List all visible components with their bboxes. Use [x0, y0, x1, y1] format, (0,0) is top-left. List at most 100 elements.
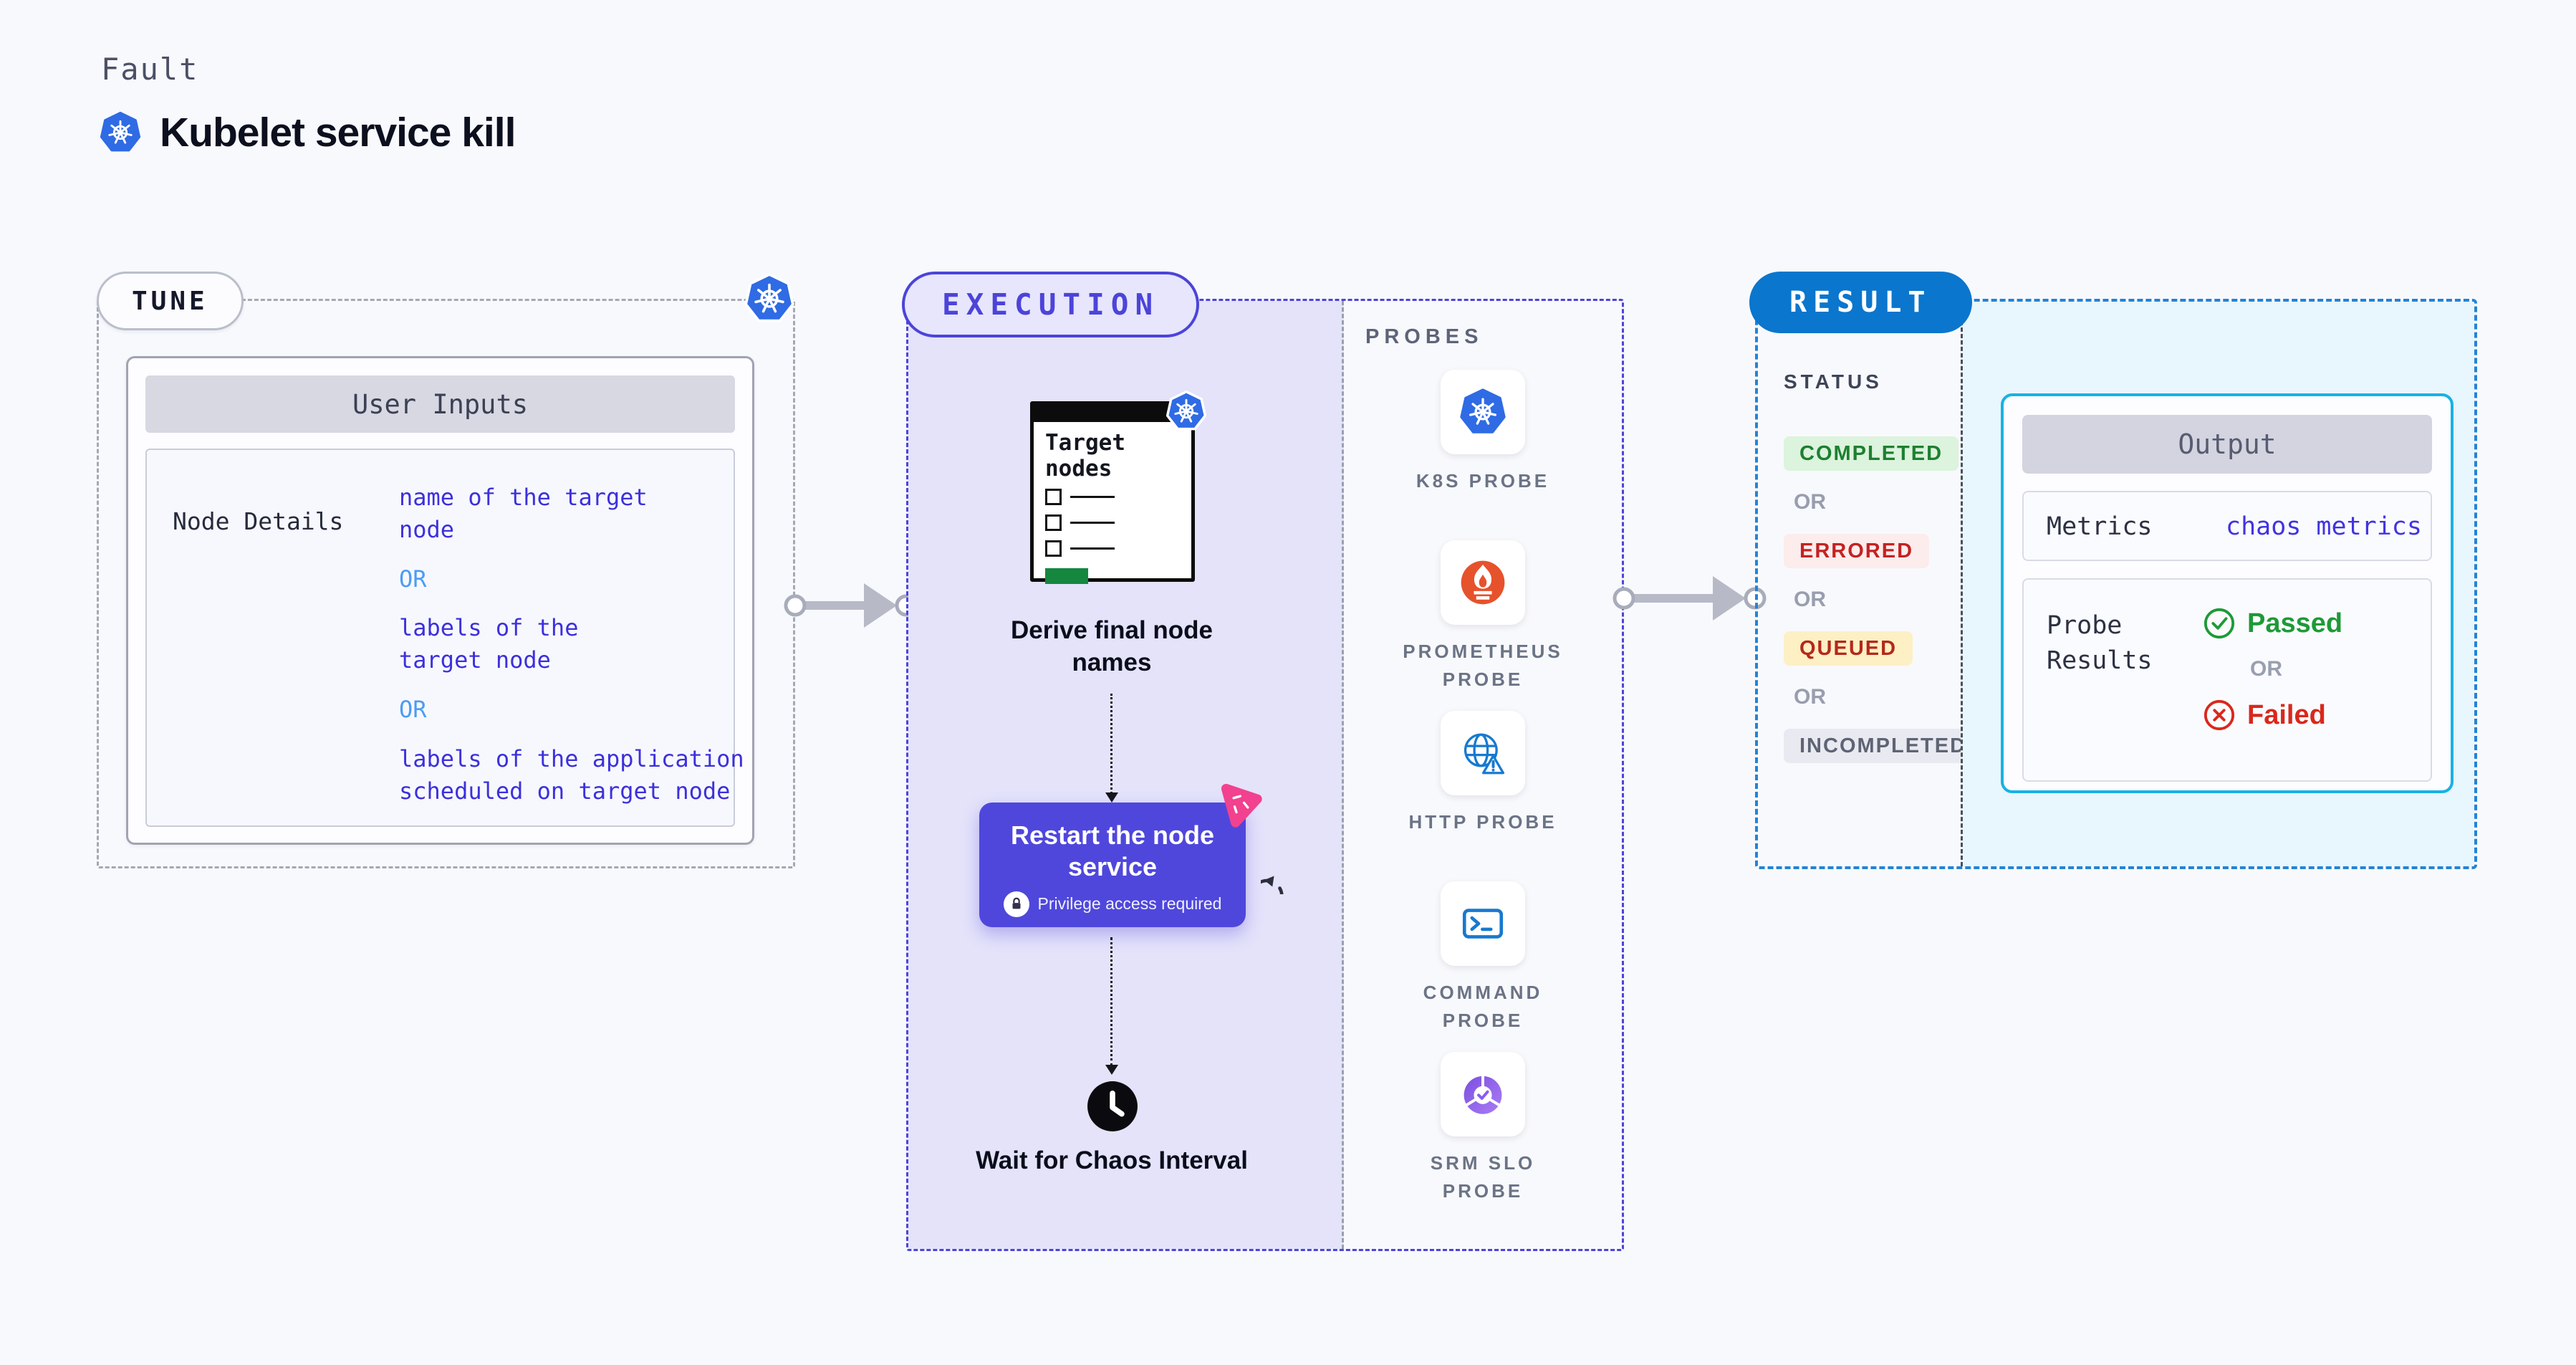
probe-label: COMMAND PROBE: [1423, 982, 1543, 1031]
status-badge-incompleted: INCOMPLETED: [1784, 729, 1983, 763]
restart-step-label: Restart the node service: [1010, 820, 1215, 881]
checkbox-icon: [1045, 540, 1062, 557]
result-badge: RESULT: [1749, 272, 1972, 333]
lock-icon: [1003, 891, 1029, 917]
list-line: [1070, 547, 1115, 550]
probe-item: SRM SLO PROBE: [1399, 1052, 1567, 1222]
page-title-row: Kubelet service kill: [100, 109, 516, 156]
option-node-labels: labels of the target node: [399, 614, 579, 674]
output-header: Output: [2022, 415, 2432, 474]
execution-section: Target nodes: [902, 272, 1624, 1251]
restart-node-service-step: Restart the node service Privilege acces…: [979, 783, 1262, 927]
option-node-name: name of the target node: [399, 484, 648, 543]
probe-label: SRM SLO PROBE: [1430, 1152, 1536, 1202]
dotted-connector: [1105, 694, 1118, 803]
probes-panel: PROBES: [1344, 301, 1622, 1249]
probe-item: COMMAND PROBE: [1399, 881, 1567, 1052]
arrowhead-icon: [1105, 1065, 1118, 1075]
page-title: Kubelet service kill: [160, 110, 516, 155]
status-badge-errored: ERRORED: [1784, 534, 1930, 568]
probe-label: HTTP PROBE: [1408, 811, 1557, 833]
privilege-note-text: Privilege access required: [1037, 894, 1222, 914]
failed-line: Failed: [2203, 699, 2342, 732]
retry-loop-icon: [1261, 876, 1284, 894]
kubernetes-icon: [1166, 391, 1207, 431]
target-card-title: Target nodes: [1045, 430, 1125, 482]
checklist-row: [1045, 489, 1191, 506]
checklist-row: [1045, 514, 1191, 532]
prometheus-probe-icon: [1461, 560, 1505, 605]
http-probe-icon: [1464, 733, 1505, 775]
wait-step-label: Wait for Chaos Interval: [976, 1146, 1248, 1174]
option-app-labels: labels of the application scheduled on t…: [399, 744, 744, 805]
user-inputs-header: User Inputs: [145, 375, 735, 433]
node-details-options: name of the target node OR labels of the…: [399, 482, 757, 824]
or-separator: OR: [1794, 685, 1826, 709]
status-list: COMPLETED OR ERRORED OR QUEUED OR INCOMP…: [1784, 436, 1983, 763]
probe-label: PROMETHEUS PROBE: [1403, 641, 1563, 690]
status-badge-completed: COMPLETED: [1784, 436, 1959, 471]
checklist-row: [1045, 540, 1191, 557]
probe-results-label: Probe Results: [2047, 611, 2153, 675]
metrics-value: chaos metrics: [2226, 512, 2422, 541]
probe-results-row: Probe Results Passed OR: [2022, 578, 2432, 782]
kubernetes-icon: [744, 273, 794, 322]
checkbox-icon: [1045, 514, 1062, 532]
or-separator: OR: [399, 695, 427, 723]
chaos-icon: [1221, 783, 1262, 828]
probe-label: K8S PROBE: [1416, 470, 1550, 492]
execution-flow-panel: Target nodes: [908, 301, 1344, 1249]
probe-card: [1441, 881, 1525, 966]
passed-label: Passed: [2247, 608, 2343, 638]
check-circle-icon: [2203, 608, 2235, 639]
user-inputs-body: Node Details name of the target node OR …: [145, 449, 744, 827]
srm-slo-probe-icon: [1464, 1075, 1502, 1114]
status-column: STATUS COMPLETED OR ERRORED OR QUEUED OR…: [1758, 302, 1983, 866]
probe-list: K8S PROBE PROMETHEUS PRO: [1344, 370, 1622, 1222]
derive-step-label: Derive final node names: [1010, 616, 1213, 676]
green-bar: [1045, 568, 1088, 585]
output-area: Output Metrics chaos metrics Probe Resul…: [1961, 302, 2474, 866]
status-badge-queued: QUEUED: [1784, 631, 1913, 666]
failed-label: Failed: [2247, 699, 2326, 730]
list-line: [1070, 496, 1115, 499]
clock-icon: [1087, 1081, 1138, 1131]
node-details-label: Node Details: [173, 507, 344, 535]
metrics-label: Metrics: [2047, 512, 2153, 541]
probe-card: [1441, 540, 1525, 625]
or-separator: OR: [1794, 490, 1826, 514]
probe-card: [1440, 370, 1525, 454]
target-nodes-card: Target nodes: [1030, 391, 1207, 585]
probe-results-values: Passed OR Failed: [2203, 607, 2342, 732]
k8s-probe-icon: [1460, 388, 1506, 434]
arrow-tune-to-execution: [784, 583, 918, 628]
execution-box: Target nodes: [906, 299, 1624, 1251]
probes-label: PROBES: [1365, 325, 1484, 348]
status-label: STATUS: [1784, 370, 1883, 393]
tune-badge: TUNE: [97, 272, 244, 330]
arrowhead-icon: [1105, 792, 1118, 803]
or-separator: OR: [2250, 657, 2282, 681]
metrics-row: Metrics chaos metrics: [2022, 491, 2432, 561]
probe-item: HTTP PROBE: [1408, 711, 1557, 881]
fault-eyebrow: Fault: [101, 52, 199, 87]
result-section: STATUS COMPLETED OR ERRORED OR QUEUED OR…: [1749, 272, 2477, 869]
or-separator: OR: [399, 565, 427, 593]
result-box: STATUS COMPLETED OR ERRORED OR QUEUED OR…: [1755, 299, 2477, 869]
or-separator: OR: [1794, 588, 1826, 611]
probe-card: [1441, 1052, 1525, 1136]
checkbox-icon: [1045, 489, 1062, 506]
user-inputs-card: User Inputs Node Details name of the tar…: [126, 356, 754, 845]
passed-line: Passed: [2203, 607, 2342, 640]
tune-section: TUNE User Inputs Node Details name of th…: [97, 272, 795, 868]
x-circle-icon: [2203, 699, 2235, 731]
privilege-note: Privilege access required: [979, 891, 1246, 917]
list-line: [1070, 522, 1115, 525]
command-probe-icon: [1462, 909, 1504, 939]
output-card: Output Metrics chaos metrics Probe Resul…: [2001, 393, 2454, 793]
probe-card: [1440, 711, 1525, 795]
target-card-titlebar: [1034, 405, 1191, 422]
arrow-execution-to-result: [1613, 576, 1767, 621]
kubernetes-icon: [100, 112, 141, 152]
